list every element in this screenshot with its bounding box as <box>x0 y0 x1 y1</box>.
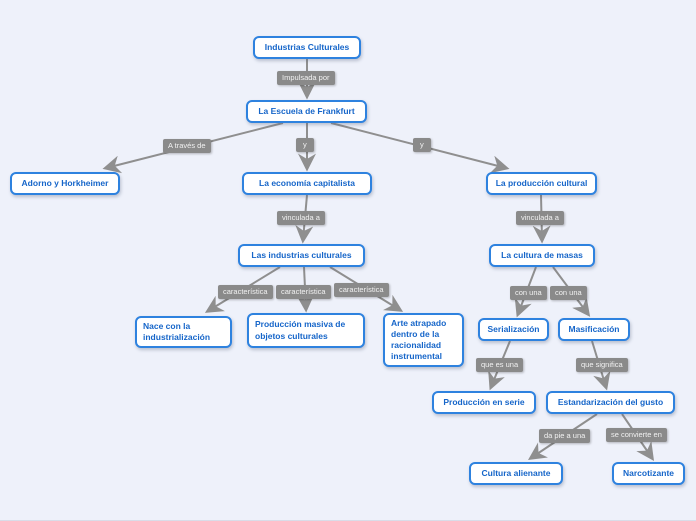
node-adorno-horkheimer[interactable]: Adorno y Horkheimer <box>10 172 120 195</box>
edge-label-a-traves-de[interactable]: A través de <box>163 139 211 153</box>
edge-label-y-2[interactable]: y <box>413 138 431 152</box>
node-las-industrias-culturales[interactable]: Las industrias culturales <box>238 244 365 267</box>
edge-label-caracteristica-2[interactable]: característica <box>276 285 331 299</box>
node-industrias-culturales[interactable]: Industrias Culturales <box>253 36 361 59</box>
node-cultura-alienante[interactable]: Cultura alienante <box>469 462 563 485</box>
edge-label-con-una-1[interactable]: con una <box>510 286 547 300</box>
node-nace-industrializacion[interactable]: Nace con la industrialización <box>135 316 232 348</box>
node-masificacion[interactable]: Masificación <box>558 318 630 341</box>
node-cultura-de-masas[interactable]: La cultura de masas <box>489 244 595 267</box>
edge-label-y-1[interactable]: y <box>296 138 314 152</box>
node-economia-capitalista[interactable]: La economía capitalista <box>242 172 372 195</box>
node-escuela-frankfurt[interactable]: La Escuela de Frankfurt <box>246 100 367 123</box>
edge-label-con-una-2[interactable]: con una <box>550 286 587 300</box>
edge-label-impulsada-por[interactable]: Impulsada por <box>277 71 335 85</box>
node-narcotizante[interactable]: Narcotizante <box>612 462 685 485</box>
edge-label-vinculada-a-1[interactable]: vinculada a <box>277 211 325 225</box>
edge-label-que-significa[interactable]: que significa <box>576 358 628 372</box>
edge-label-que-es-una[interactable]: que es una <box>476 358 524 372</box>
node-produccion-en-serie[interactable]: Producción en serie <box>432 391 536 414</box>
edge-label-caracteristica-3[interactable]: característica <box>334 283 389 297</box>
edge-label-caracteristica-1[interactable]: característica <box>218 285 273 299</box>
edge-label-da-pie-a-una[interactable]: da pie a una <box>539 429 591 443</box>
node-produccion-masiva[interactable]: Producción masiva de objetos culturales <box>247 313 365 348</box>
edge-label-vinculada-a-2[interactable]: vinculada a <box>516 211 564 225</box>
node-serializacion[interactable]: Serialización <box>478 318 549 341</box>
node-arte-atrapado[interactable]: Arte atrapado dentro de la racionalidad … <box>383 313 464 367</box>
edge-label-se-convierte-en[interactable]: se convierte en <box>606 428 667 442</box>
node-estandarizacion-gusto[interactable]: Estandarización del gusto <box>546 391 675 414</box>
node-produccion-cultural[interactable]: La producción cultural <box>486 172 597 195</box>
